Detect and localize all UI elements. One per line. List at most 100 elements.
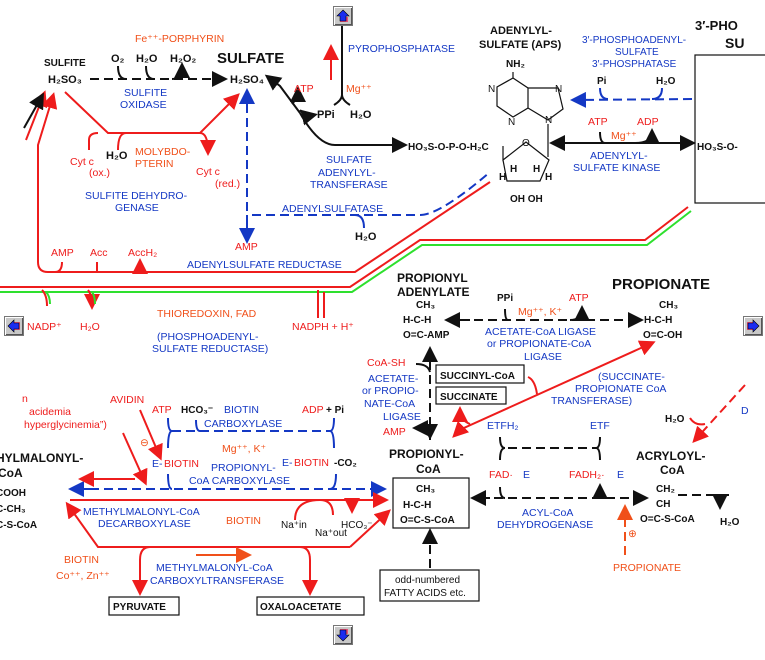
compound-atom: OH OH <box>510 194 543 205</box>
enzyme-label: SULFATE <box>326 154 372 166</box>
sulfur-labels: Fe⁺⁺-PORPHYRIN SULFITE H₂SO₃ O₂ H₂O H₂O₂… <box>27 18 744 355</box>
cofactor-label: (ox.) <box>89 167 110 179</box>
pcc-hooks <box>167 473 337 490</box>
propionate-labels: PROPIONYL ADENYLATE CH₃ H-C-H O=C-AMP PP… <box>362 271 749 599</box>
cofactor-label: ATP <box>569 292 589 304</box>
atp-adp-hooks <box>599 132 652 143</box>
compound-formula: H-C-H <box>403 315 431 326</box>
nav-down-button[interactable] <box>333 625 353 645</box>
compound-label: SULFITE <box>44 58 86 69</box>
transferase-arrow <box>454 340 656 433</box>
compound-label: ACRYLOYL- <box>636 449 706 463</box>
compound-label: SUCCINATE <box>440 392 498 403</box>
cofactor-label: THIOREDOXIN, FAD <box>157 308 257 320</box>
enzyme-label: D <box>741 405 749 417</box>
cofactor-label: + Pi <box>326 405 344 416</box>
compound-label: CoA <box>660 463 685 477</box>
h2o-hook-d <box>689 417 706 426</box>
compound-label: SUCCINYL-CoA <box>440 371 515 382</box>
enzyme-label: CARBOXYLASE <box>204 418 282 430</box>
cofactor-label: ATP <box>588 116 608 128</box>
pyruvate-box <box>108 596 180 616</box>
compound-label: PYRUVATE <box>113 602 166 613</box>
cofactor-label: -CO₂ <box>334 458 357 469</box>
enzyme-label: CARBOXYLTRANSFERASE <box>150 575 284 587</box>
nav-up-button[interactable] <box>333 6 353 26</box>
disease-label: acidemia <box>29 406 71 418</box>
reduction-line-green <box>0 210 692 293</box>
compound-label: CoA <box>416 462 441 476</box>
enzyme-label: TRANSFERASE <box>310 179 388 191</box>
pyrophosphatase-line <box>333 26 351 106</box>
incoming-black-arrow <box>23 92 44 129</box>
enzyme-label: 3′-PHOSPHATASE <box>592 59 677 70</box>
transcarboxylase-loop <box>65 501 350 548</box>
compound-formula: HO₃S-O-P-O-H₂C <box>408 142 489 153</box>
disease-label: hyperglycinemia”) <box>24 419 107 431</box>
arrow-up-icon <box>336 9 350 22</box>
compound-label: PROPIONATE <box>613 562 681 574</box>
compound-formula: O=C-S-CoA <box>640 514 695 525</box>
enzyme-label: ACETATE- <box>368 373 419 385</box>
compound-label: ADENYLATE <box>397 285 469 299</box>
compound-label: SU <box>725 35 744 51</box>
enzyme-label: LIGASE <box>383 411 421 423</box>
compound-formula: CH₃ <box>416 300 435 311</box>
cofactor-label: E- <box>152 458 163 470</box>
compound-formula: H₂SO₃ <box>48 74 82 86</box>
compound-formula: CH₃ <box>416 484 435 495</box>
na-hooks <box>294 500 352 520</box>
enzyme-label: SULFATE <box>615 47 659 58</box>
enzyme-label: SULFATE KINASE <box>573 162 660 174</box>
cofactor-label: (red.) <box>215 178 240 190</box>
enzyme-label: LIGASE <box>524 351 562 363</box>
enzyme-label: CoA CARBOXYLASE <box>189 475 290 487</box>
compound-atom: H <box>499 172 506 183</box>
cofactor-label: PPi <box>497 293 513 304</box>
compound-formula: H₂SO₄ <box>230 74 264 86</box>
cofactor-label: Co⁺⁺, Zn⁺⁺ <box>56 570 110 582</box>
ppi-hook <box>299 109 318 126</box>
cofactor-label: H₂O <box>355 231 377 243</box>
cofactor-label: BIOTIN <box>226 515 261 527</box>
enzyme-label: NATE-CoA <box>364 398 415 410</box>
nadph-line <box>317 290 325 318</box>
cofactor-label: ATP <box>152 404 172 416</box>
cofactor-label: Cyt c <box>70 156 94 168</box>
methylmalonyl-labels: n acidemia hyperglycinemia”) AVIDIN ⊖ AT… <box>0 393 373 613</box>
compound-formula: O=C-OH <box>643 330 682 341</box>
disease-label: n <box>22 393 28 405</box>
succinate-box <box>435 386 507 405</box>
compound-title: SULFATE <box>217 50 284 67</box>
enzyme-label: ADENYLSULFATE REDUCTASE <box>187 259 342 271</box>
compound-label: PROPIONYL <box>397 271 468 285</box>
activation-icon: ⊕ <box>628 528 637 540</box>
enzyme-label: ADENYLYL- <box>590 150 648 162</box>
cofactor-label: E <box>617 469 624 481</box>
compound-formula: O=C-AMP <box>403 330 450 341</box>
cofactor-label: HCO₃⁻ <box>181 405 213 416</box>
compound-formula: CH <box>656 499 670 510</box>
nav-left-button[interactable] <box>4 316 24 336</box>
enzyme-label: METHYLMALONYL-CoA <box>156 562 273 574</box>
cofactor-label: Mg⁺⁺, K⁺ <box>518 306 563 318</box>
cofactor-label: Cyt c <box>196 166 220 178</box>
compound-formula: C-S-CoA <box>0 520 37 531</box>
inhibition-icon: ⊖ <box>140 437 149 449</box>
biotin-carboxylase-hooks <box>167 417 335 449</box>
arrow-right-icon <box>747 319 760 333</box>
compound-label: 3′-PHO <box>695 18 738 33</box>
compound-atom: H <box>510 164 517 175</box>
enzyme-label: ADENYLSULFATASE <box>282 203 383 215</box>
h2o-hook-b <box>354 214 365 229</box>
compound-label: FATTY ACIDS etc. <box>384 588 466 599</box>
enzyme-label: TRANSFERASE) <box>551 395 632 407</box>
pi-h2o-hooks <box>599 87 663 100</box>
cofactor-label: AccH₂ <box>128 247 157 259</box>
acc-hooks <box>54 262 140 272</box>
cofactor-label: H₂O <box>656 76 676 87</box>
h2o-hook-c <box>712 493 729 510</box>
cofactor-label: FADH₂· <box>569 469 605 481</box>
nav-right-button[interactable] <box>743 316 763 336</box>
